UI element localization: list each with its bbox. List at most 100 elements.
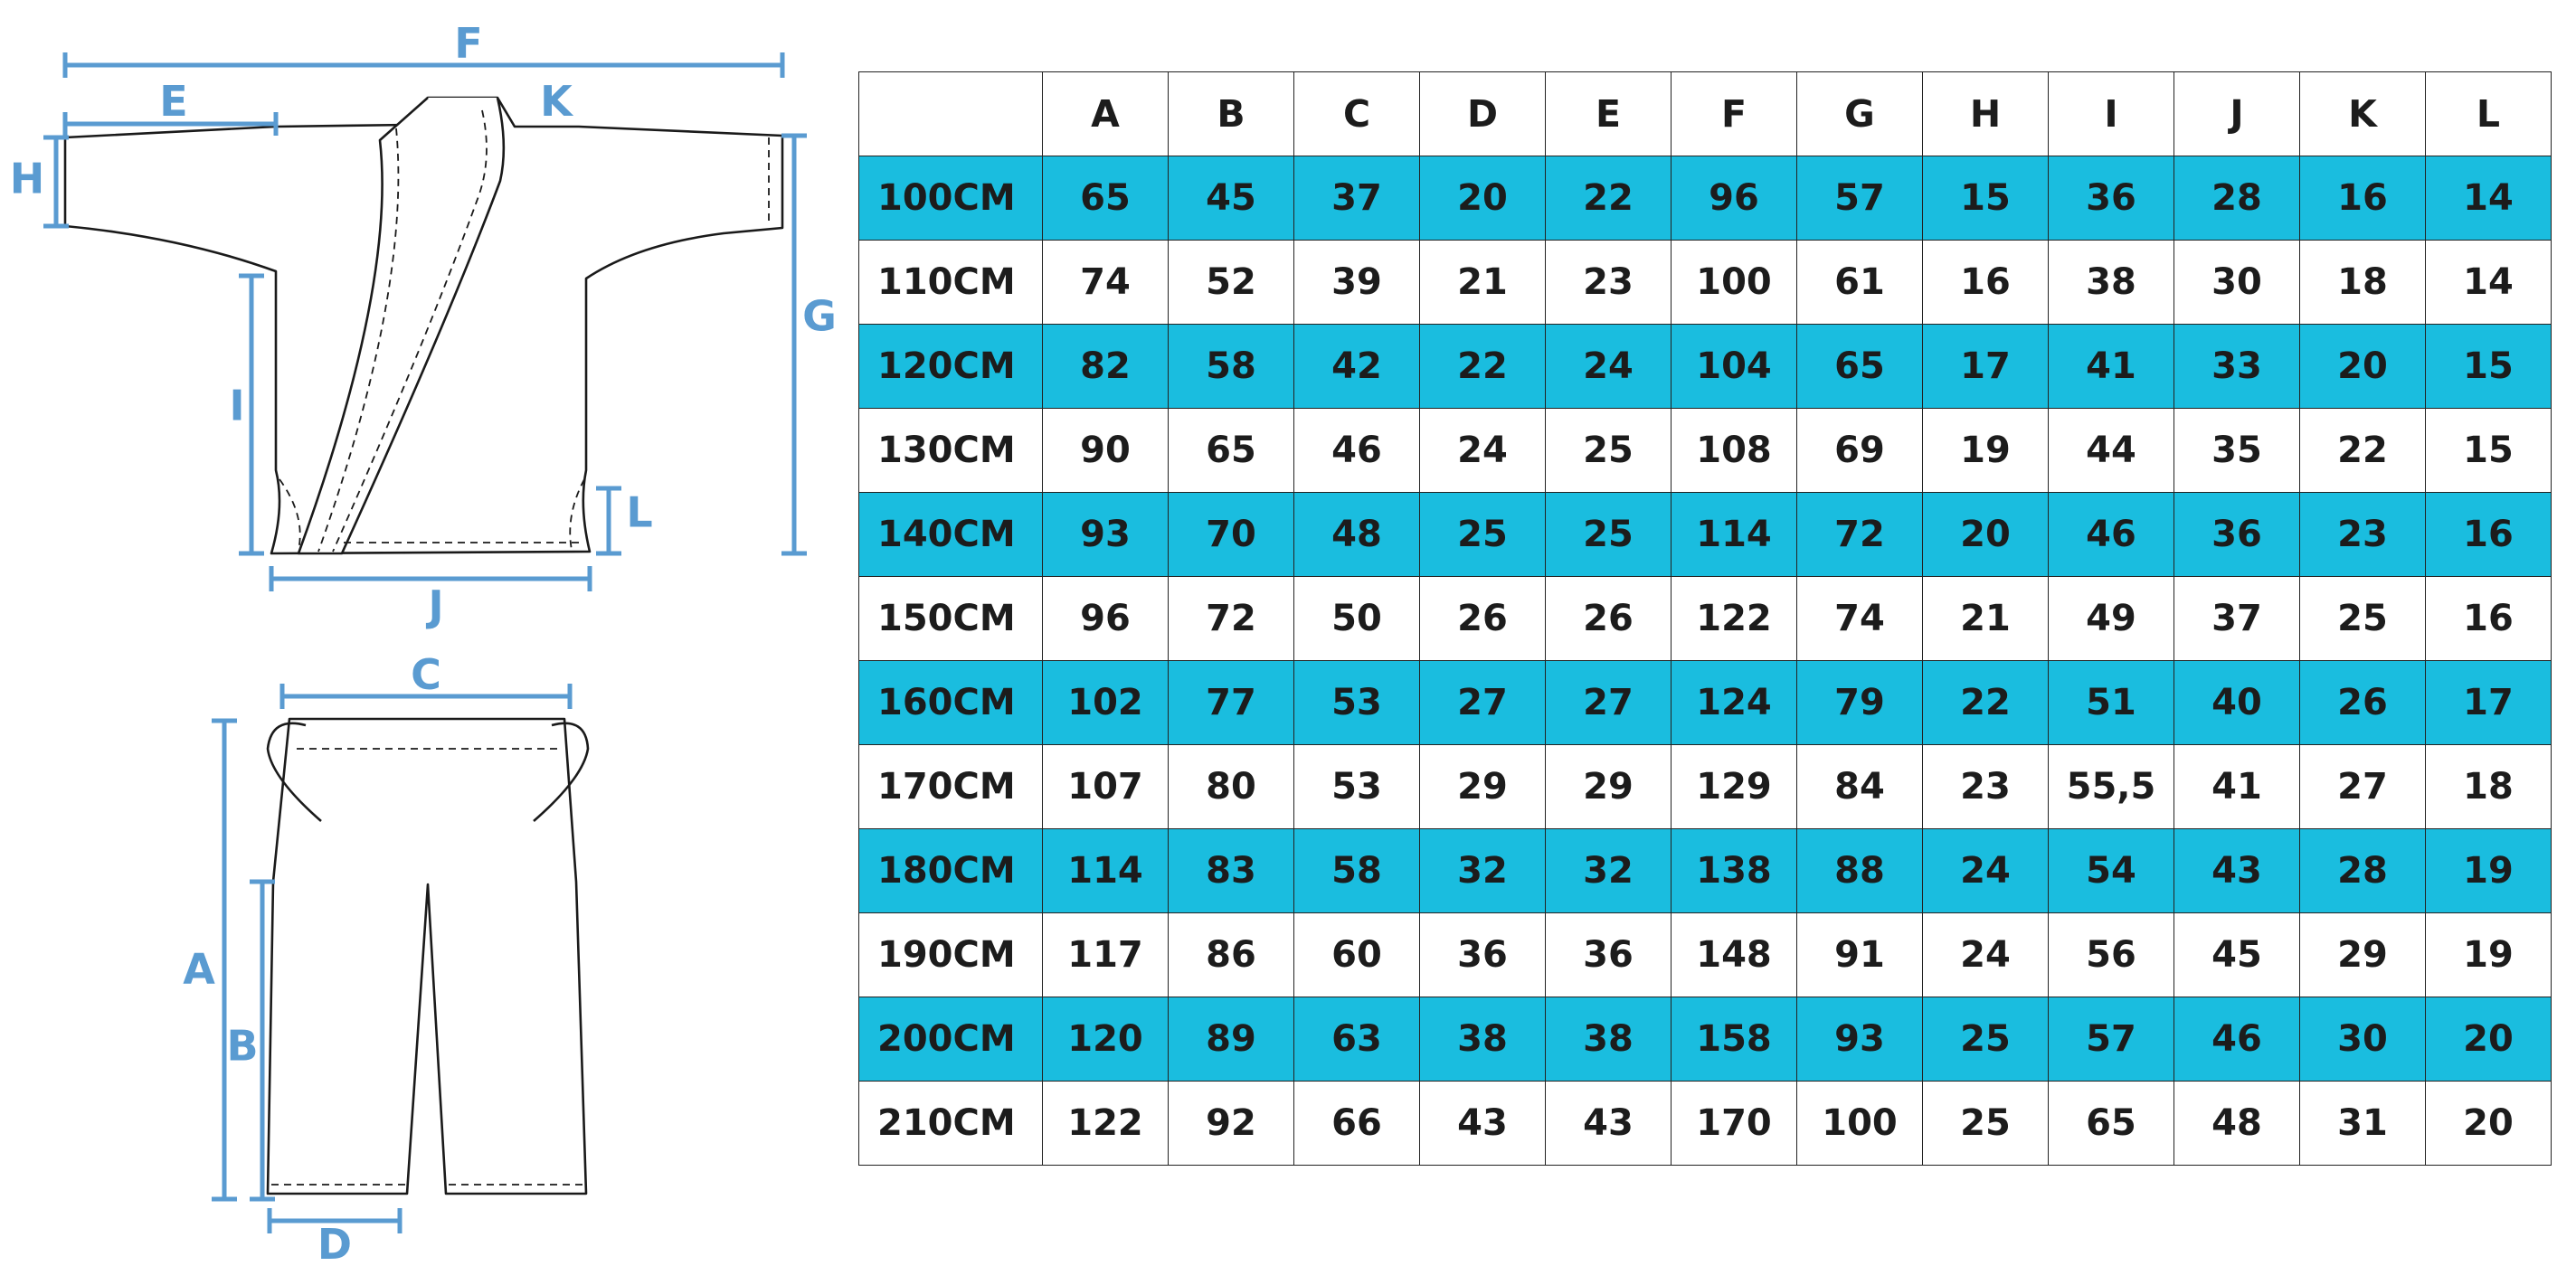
measurement-cell-k: 18 bbox=[2299, 240, 2426, 325]
measurement-cell-k: 27 bbox=[2299, 744, 2426, 829]
measurement-cell-b: 89 bbox=[1168, 997, 1294, 1082]
measurement-cell-f: 100 bbox=[1671, 240, 1797, 325]
measurement-cell-l: 16 bbox=[2425, 492, 2552, 577]
measurement-cell-e: 38 bbox=[1545, 997, 1672, 1082]
measurement-cell-f: 158 bbox=[1671, 997, 1797, 1082]
measurement-cell-a: 82 bbox=[1042, 324, 1169, 409]
measurement-cell-i: 57 bbox=[2048, 997, 2174, 1082]
measurement-cell-a: 122 bbox=[1042, 1081, 1169, 1166]
measurement-cell-d: 32 bbox=[1419, 828, 1546, 913]
measurement-cell-d: 20 bbox=[1419, 156, 1546, 241]
measurement-cell-b: 52 bbox=[1168, 240, 1294, 325]
measurement-cell-f: 104 bbox=[1671, 324, 1797, 409]
measurement-cell-j: 30 bbox=[2174, 240, 2300, 325]
measurement-cell-c: 53 bbox=[1293, 660, 1420, 745]
measurement-cell-l: 15 bbox=[2425, 408, 2552, 493]
dimension-line-a bbox=[212, 718, 237, 1202]
pants-illustration bbox=[266, 717, 590, 1195]
dimension-line-g bbox=[781, 133, 807, 556]
measurement-cell-c: 58 bbox=[1293, 828, 1420, 913]
measurement-cell-h: 19 bbox=[1922, 408, 2049, 493]
measurement-cell-h: 15 bbox=[1922, 156, 2049, 241]
measurement-cell-e: 26 bbox=[1545, 576, 1672, 661]
lapel-stitching-inner bbox=[332, 109, 488, 553]
measurement-cell-l: 19 bbox=[2425, 828, 2552, 913]
measurement-cell-d: 43 bbox=[1419, 1081, 1546, 1166]
measurement-cell-c: 48 bbox=[1293, 492, 1420, 577]
measurement-cell-f: 129 bbox=[1671, 744, 1797, 829]
measurement-cell-a: 65 bbox=[1042, 156, 1169, 241]
measurement-cell-f: 108 bbox=[1671, 408, 1797, 493]
measurement-cell-e: 43 bbox=[1545, 1081, 1672, 1166]
measurement-cell-i: 46 bbox=[2048, 492, 2174, 577]
column-header-j: J bbox=[2174, 71, 2300, 156]
measurement-cell-j: 48 bbox=[2174, 1081, 2300, 1166]
measurement-cell-f: 96 bbox=[1671, 156, 1797, 241]
measurement-cell-j: 28 bbox=[2174, 156, 2300, 241]
measurement-cell-d: 24 bbox=[1419, 408, 1546, 493]
dimension-line-e bbox=[62, 112, 279, 136]
measurement-cell-g: 69 bbox=[1796, 408, 1923, 493]
dimension-label-g: G bbox=[802, 292, 837, 341]
size-label: 150CM bbox=[858, 576, 1043, 661]
measurement-cell-a: 96 bbox=[1042, 576, 1169, 661]
measurement-cell-i: 55,5 bbox=[2048, 744, 2174, 829]
measurement-cell-k: 25 bbox=[2299, 576, 2426, 661]
size-label: 210CM bbox=[858, 1081, 1043, 1166]
measurement-cell-b: 72 bbox=[1168, 576, 1294, 661]
measurement-cell-b: 83 bbox=[1168, 828, 1294, 913]
measurement-cell-k: 30 bbox=[2299, 997, 2426, 1082]
measurement-cell-h: 22 bbox=[1922, 660, 2049, 745]
measurement-cell-g: 65 bbox=[1796, 324, 1923, 409]
measurement-cell-d: 36 bbox=[1419, 912, 1546, 997]
measurement-cell-k: 16 bbox=[2299, 156, 2426, 241]
side-slit-right bbox=[569, 478, 585, 551]
measurement-cell-l: 14 bbox=[2425, 240, 2552, 325]
measurement-cell-h: 21 bbox=[1922, 576, 2049, 661]
dimension-label-d: D bbox=[317, 1220, 352, 1266]
measurement-cell-g: 74 bbox=[1796, 576, 1923, 661]
measurement-cell-k: 26 bbox=[2299, 660, 2426, 745]
measurement-cell-a: 120 bbox=[1042, 997, 1169, 1082]
column-header-k: K bbox=[2299, 71, 2426, 156]
measurement-cell-i: 44 bbox=[2048, 408, 2174, 493]
dimension-label-j: J bbox=[425, 581, 443, 630]
measurement-cell-j: 33 bbox=[2174, 324, 2300, 409]
column-header-l: L bbox=[2425, 71, 2552, 156]
measurement-cell-c: 42 bbox=[1293, 324, 1420, 409]
size-label: 170CM bbox=[858, 744, 1043, 829]
measurement-cell-l: 16 bbox=[2425, 576, 2552, 661]
measurement-cell-g: 79 bbox=[1796, 660, 1923, 745]
measurement-cell-i: 49 bbox=[2048, 576, 2174, 661]
jacket-dimensions: F E K H G I L J bbox=[10, 19, 837, 630]
measurement-cell-a: 114 bbox=[1042, 828, 1169, 913]
dimension-line-l bbox=[596, 486, 621, 556]
measurement-cell-h: 24 bbox=[1922, 912, 2049, 997]
measurement-cell-d: 38 bbox=[1419, 997, 1546, 1082]
measurement-cell-e: 22 bbox=[1545, 156, 1672, 241]
size-label: 100CM bbox=[858, 156, 1043, 241]
measurement-cell-a: 102 bbox=[1042, 660, 1169, 745]
lapel-stitching-outer bbox=[317, 128, 400, 553]
size-label: 120CM bbox=[858, 324, 1043, 409]
column-header-i: I bbox=[2048, 71, 2174, 156]
column-header-e: E bbox=[1545, 71, 1672, 156]
measurement-cell-g: 100 bbox=[1796, 1081, 1923, 1166]
dimension-label-e: E bbox=[159, 77, 187, 126]
measurement-cell-e: 29 bbox=[1545, 744, 1672, 829]
measurement-cell-b: 65 bbox=[1168, 408, 1294, 493]
measurement-cell-k: 31 bbox=[2299, 1081, 2426, 1166]
measurement-cell-h: 20 bbox=[1922, 492, 2049, 577]
measurement-cell-k: 28 bbox=[2299, 828, 2426, 913]
measurement-cell-l: 17 bbox=[2425, 660, 2552, 745]
measurement-cell-d: 26 bbox=[1419, 576, 1546, 661]
pants-outline bbox=[266, 717, 588, 1195]
